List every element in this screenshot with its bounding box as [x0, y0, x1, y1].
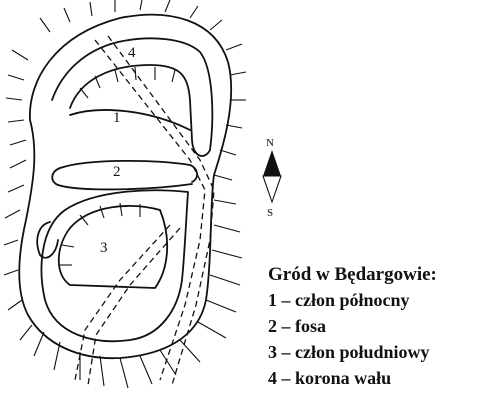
- west-hachures: [3, 49, 33, 341]
- north-inner-line: [51, 37, 214, 157]
- north-arrow: N S: [262, 137, 282, 219]
- south-hachures: [33, 331, 201, 389]
- label-2: 2: [113, 164, 121, 180]
- legend-item-2: 2 – fosa: [268, 316, 326, 336]
- inner-hachures: [60, 66, 176, 266]
- label-4: 4: [128, 45, 136, 61]
- legend-item-1: 1 – człon północny: [268, 290, 410, 310]
- dashed-path-south-b: [87, 227, 181, 386]
- south-label: S: [267, 207, 273, 219]
- south-bailey-outline: [40, 189, 189, 343]
- dashed-path-north-a: [94, 39, 206, 381]
- dashed-path-north-b: [107, 35, 215, 386]
- legend-item-4: 4 – korona wału: [268, 368, 392, 388]
- legend-title: Gród w Będargowie:: [268, 264, 437, 285]
- south-arrow-head-outline: [262, 175, 282, 204]
- label-1: 1: [113, 110, 121, 126]
- north-arrow-head-filled: [263, 150, 281, 176]
- ditch-left-cap: [51, 167, 61, 186]
- label-3: 3: [100, 240, 108, 256]
- legend: Gród w Będargowie: 1 – człon północny 2 …: [268, 263, 483, 391]
- ditch-upper-line: [59, 159, 198, 183]
- ditch-lower-line: [57, 183, 193, 191]
- central-division-line: [69, 109, 191, 131]
- south-inner-line: [57, 205, 169, 289]
- north-hachures: [39, 0, 223, 33]
- dashed-path-south-a: [74, 224, 171, 381]
- west-rampart-lobe: [36, 221, 59, 259]
- outer-rampart-line: [18, 13, 232, 360]
- legend-item-3: 3 – człon południowy: [268, 342, 430, 362]
- east-hachures: [197, 43, 247, 339]
- north-label: N: [266, 137, 274, 149]
